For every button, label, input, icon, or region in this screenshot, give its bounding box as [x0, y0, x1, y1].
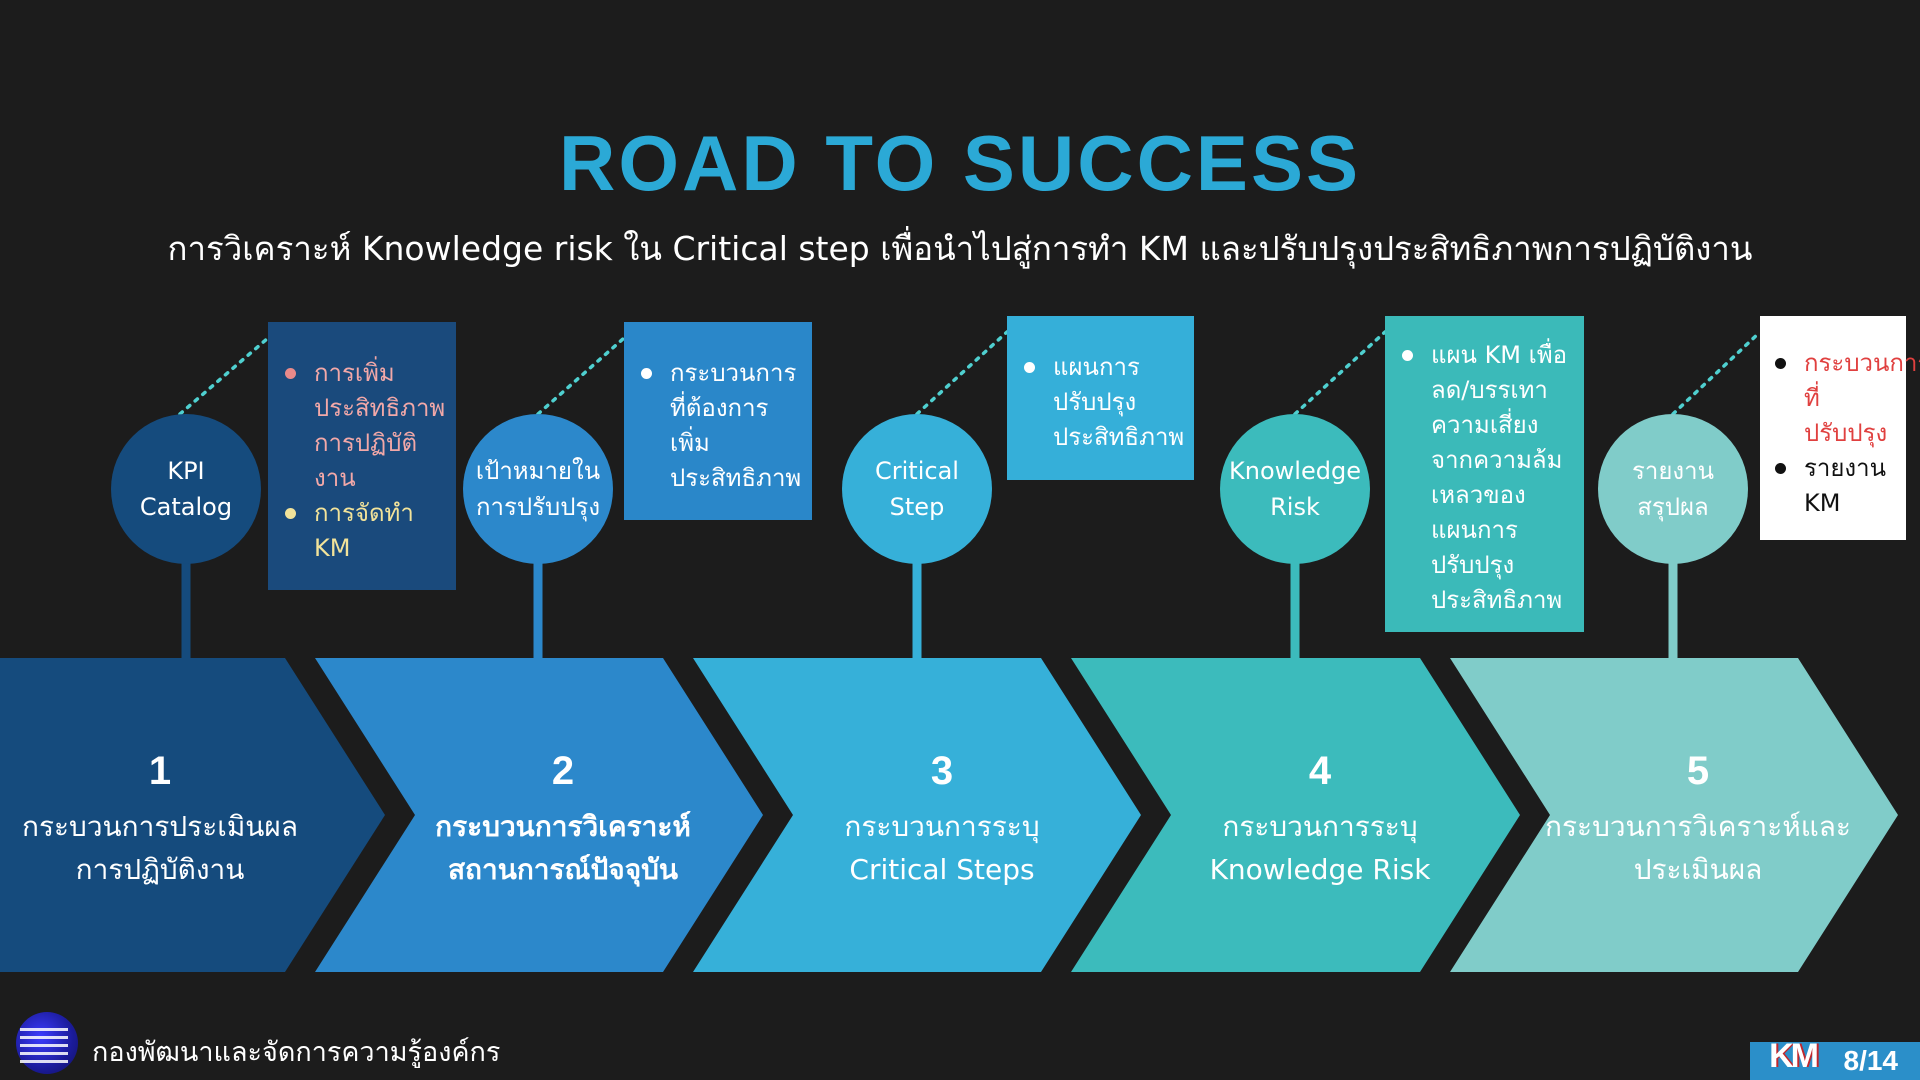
dotted-connector — [536, 336, 626, 416]
step-title-line1: กระบวนการประเมินผล — [22, 810, 298, 843]
step-title-line1: กระบวนการระบุ — [844, 810, 1040, 843]
dotted-connector — [178, 336, 270, 416]
circle-label-line1: KPI — [167, 457, 205, 485]
step-number: 2 — [551, 749, 575, 793]
info-box-step-5: กระบวนการที่ปรับปรุง รายงาน KM — [1760, 316, 1920, 540]
info-box-step-4: แผน KM เพื่อลด/บรรเทาความเสี่ยงจากความล้… — [1385, 316, 1584, 632]
chevron-step-4 — [1071, 658, 1520, 972]
dotted-connector — [1671, 330, 1762, 416]
info-bullet: แผนการปรับปรุงประสิทธิภาพ — [1023, 350, 1184, 455]
info-box-step-1: การเพิ่มประสิทธิภาพการปฏิบัติงาน การจัดท… — [268, 322, 456, 590]
step-title-line2: ประเมินผล — [1633, 853, 1763, 886]
chevron-step-5 — [1450, 658, 1898, 972]
organization-logo — [16, 1012, 78, 1074]
page-title: ROAD TO SUCCESS — [559, 119, 1361, 207]
chevron-step-2 — [315, 658, 763, 972]
milestone-circle-kpi-catalog: KPI Catalog — [111, 414, 261, 564]
info-bullet: กระบวนการที่ต้องการเพิ่มประสิทธิภาพ — [640, 356, 802, 496]
circle-label-line2: Step — [889, 493, 945, 521]
info-bullet: การเพิ่มประสิทธิภาพการปฏิบัติงาน — [284, 356, 446, 496]
info-box-step-3: แผนการปรับปรุงประสิทธิภาพ — [1007, 316, 1194, 480]
chevron-step-1 — [0, 658, 385, 972]
page-subtitle: การวิเคราะห์ Knowledge risk ใน Critical … — [167, 229, 1753, 268]
info-box-step-2: กระบวนการที่ต้องการเพิ่มประสิทธิภาพ — [624, 322, 812, 520]
step-title-line2: Critical Steps — [849, 853, 1035, 886]
km-logo: KM — [1769, 1037, 1819, 1075]
circle-label-line1: รายงาน — [1631, 457, 1715, 485]
step-title-line2: การปฏิบัติงาน — [75, 853, 245, 886]
step-number: 4 — [1308, 749, 1332, 793]
chevron-step-3 — [693, 658, 1141, 972]
step-number: 5 — [1686, 749, 1710, 793]
circle-label-line1: Critical — [875, 457, 959, 485]
step-label-4: 4 กระบวนการระบุ Knowledge Risk — [1130, 745, 1510, 891]
page-number: 8/14 — [1843, 1045, 1899, 1076]
circle-label-line2: การปรับปรุง — [475, 493, 601, 521]
step-title-line2: สถานการณ์ปัจจุบัน — [447, 853, 679, 886]
step-label-1: 1 กระบวนการประเมินผลการปฏิบัติงาน — [0, 745, 350, 891]
step-number: 1 — [148, 749, 172, 793]
circle-label-line2: Risk — [1270, 493, 1320, 521]
step-label-3: 3 กระบวนการระบุ Critical Steps — [752, 745, 1132, 891]
info-bullet: กระบวนการที่ปรับปรุง — [1774, 346, 1920, 451]
step-title-line2: Knowledge Risk — [1209, 853, 1431, 886]
page-indicator: 8/14 — [1750, 1042, 1920, 1080]
step-label-2: 2 กระบวนการวิเคราะห์สถานการณ์ปัจจุบัน — [373, 745, 753, 891]
step-title-line1: กระบวนการระบุ — [1222, 810, 1418, 843]
step-number: 3 — [930, 749, 954, 793]
organization-name: กองพัฒนาและจัดการความรู้องค์กร — [92, 1037, 501, 1068]
step-label-5: 5 กระบวนการวิเคราะห์และประเมินผล — [1508, 745, 1888, 891]
step-title-line1: กระบวนการวิเคราะห์และ — [1545, 810, 1851, 843]
milestone-circle-improvement-goal: เป้าหมายในการปรับปรุง — [463, 414, 613, 564]
dotted-connector — [915, 330, 1009, 416]
info-bullet: รายงาน KM — [1774, 451, 1896, 521]
info-bullet: แผน KM เพื่อลด/บรรเทาความเสี่ยงจากความล้… — [1401, 338, 1574, 618]
circle-label-line2: สรุปผล — [1637, 493, 1709, 521]
circle-label-line2: Catalog — [139, 493, 233, 521]
step-title-line1: กระบวนการวิเคราะห์ — [435, 810, 691, 843]
milestone-circle-summary-report: รายงานสรุปผล — [1598, 414, 1748, 564]
dotted-connector — [1293, 330, 1387, 416]
circle-label-line1: Knowledge — [1229, 457, 1361, 485]
circle-label-line1: เป้าหมายใน — [475, 457, 601, 485]
info-bullet: การจัดทำ KM — [284, 496, 446, 566]
